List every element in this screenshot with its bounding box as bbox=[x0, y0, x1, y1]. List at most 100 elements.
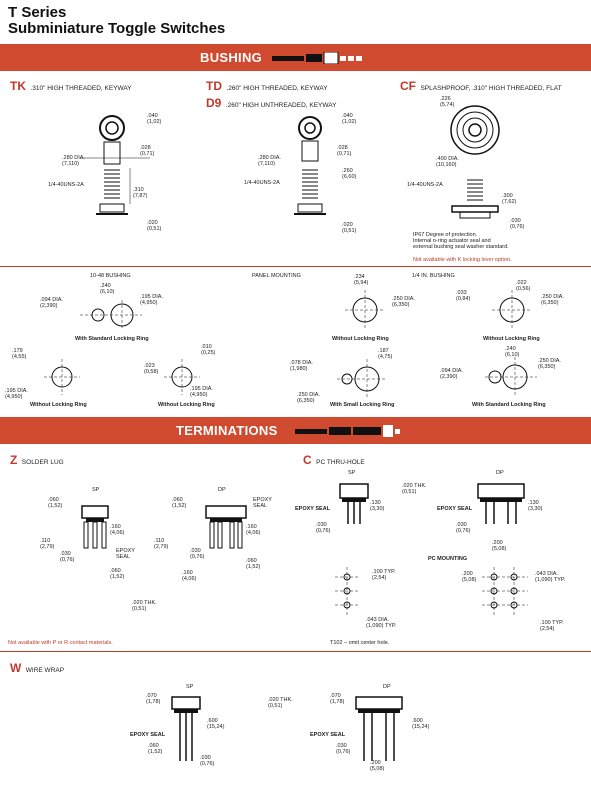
10-48-without-ring-drawing-2 bbox=[164, 359, 200, 395]
c-sp-drawing bbox=[339, 483, 369, 524]
z-desc: SOLDER LUG bbox=[21, 459, 64, 466]
w-sp-label: SP bbox=[186, 684, 194, 690]
w-dim-6: .200(5,08) bbox=[370, 760, 385, 772]
td-dim-5: .260(6,60) bbox=[342, 168, 357, 180]
cf-desc: SPLASHPROOF, .310" HIGH THREADED, FLAT bbox=[420, 85, 562, 92]
quarter-bushing-label: 1/4 IN. BUSHING bbox=[412, 273, 455, 279]
c-dim-5: .100 TYP.(2,54) bbox=[372, 569, 396, 581]
z-dim-5: .060(1,52) bbox=[110, 568, 125, 580]
td-heading: TD .260" HIGH THREADED, KEYWAY bbox=[206, 77, 328, 95]
small-ring-drawing bbox=[337, 359, 387, 399]
z-dim-1: .060(1,52) bbox=[48, 497, 63, 509]
c-desc: PC THRU-HOLE bbox=[316, 459, 365, 466]
mount-dim-c1: .033(0,84) bbox=[456, 290, 471, 302]
tk-heading: TK .310" HIGH THREADED, KEYWAY bbox=[10, 77, 132, 95]
mount-dim-h1: .240(6,10) bbox=[505, 346, 520, 358]
tk-dim-5: .310(7,87) bbox=[133, 187, 148, 199]
quarter-without-ring-drawing bbox=[492, 290, 532, 330]
cf-code: CF bbox=[400, 79, 416, 93]
c-dim-2: .130(3,30) bbox=[370, 500, 385, 512]
td-dim-2: .028(0,71) bbox=[337, 145, 352, 157]
z-dim-5b: .060(1,52) bbox=[246, 558, 261, 570]
d9-desc: .260" HIGH UNTHREADED, KEYWAY bbox=[225, 102, 337, 109]
series-title: T Series bbox=[8, 4, 67, 21]
mount-dim-g2: .078 DIA.(1,980) bbox=[290, 360, 313, 372]
w-dim-4: .030(0,76) bbox=[200, 755, 215, 767]
without-ring-caption-1: Without Locking Ring bbox=[332, 336, 389, 342]
z-dim-3: .110(2,79) bbox=[40, 538, 55, 550]
section-divider-2 bbox=[0, 651, 591, 652]
cf-notes: IP67 Degree of protection.Internal o-rin… bbox=[413, 232, 509, 250]
z-dim-1b: .060(1,52) bbox=[172, 497, 187, 509]
z-dim-2: .160(4,06) bbox=[110, 524, 125, 536]
c-sp-label: SP bbox=[348, 470, 356, 476]
series-subtitle: Subminiature Toggle Switches bbox=[8, 20, 226, 37]
part-number-key-icon bbox=[272, 52, 362, 64]
td-dim-3: .280 DIA.(7,110) bbox=[258, 155, 281, 167]
w-dim-2: .600(15,24) bbox=[207, 718, 225, 730]
cf-dim-3: 1/4-40UNS-2A bbox=[407, 182, 443, 188]
terminations-section-band: TERMINATIONS bbox=[0, 417, 591, 444]
c-dim-thk: .020 THK.(0,51) bbox=[402, 483, 427, 495]
z-dp-drawing bbox=[205, 505, 247, 549]
tk-code: TK bbox=[10, 79, 26, 93]
mount-dim-a2: .094 DIA.(2,390) bbox=[40, 297, 63, 309]
c-epoxy-seal-dp: EPOXY SEAL bbox=[437, 506, 473, 512]
c-dp-drawing bbox=[477, 483, 525, 524]
c-code: C bbox=[303, 453, 312, 467]
z-warning: Not available with P or R contact materi… bbox=[8, 640, 113, 646]
td-bushing-drawing bbox=[294, 116, 326, 215]
mount-dim-f3: .195 DIA.(4,950) bbox=[190, 386, 213, 398]
c-pc-mounting-label: PC MOUNTING bbox=[428, 556, 468, 562]
td-desc: .260" HIGH THREADED, KEYWAY bbox=[226, 85, 328, 92]
panel-mounting-label: PANEL MOUNTING bbox=[252, 273, 301, 279]
mount-dim-c2: .022(0,56) bbox=[516, 280, 531, 292]
d9-heading: D9 .260" HIGH UNTHREADED, KEYWAY bbox=[206, 94, 336, 112]
mount-dim-b1: .234(5,94) bbox=[354, 274, 369, 286]
cf-bushing-drawing bbox=[450, 105, 500, 219]
c-dim-6b: .043 DIA.(1,090) TYP. bbox=[535, 571, 566, 583]
cf-dim-4: .300(7,62) bbox=[502, 193, 517, 205]
w-dim-4b: .030(0,76) bbox=[336, 743, 351, 755]
mount-dim-e1: .179(4,55) bbox=[12, 348, 27, 360]
z-dim-3b: .110(2,79) bbox=[154, 538, 169, 550]
c-dim-2b: .130(3,30) bbox=[528, 500, 543, 512]
std-ring-drawing-2 bbox=[485, 357, 537, 397]
td-dim-6: .020(0,51) bbox=[342, 222, 357, 234]
tk-bushing-drawing bbox=[80, 115, 150, 215]
mount-dim-f1: .010(0,25) bbox=[201, 344, 216, 356]
mount-dim-a1: .240(6,10) bbox=[100, 283, 115, 295]
part-number-key-icon-2 bbox=[295, 425, 400, 437]
cf-dim-5: .030(0,76) bbox=[510, 218, 525, 230]
mount-dim-h3: .250 DIA.(6,350) bbox=[538, 358, 561, 370]
td-dim-1: .040(1,02) bbox=[342, 113, 357, 125]
terminations-band-label: TERMINATIONS bbox=[176, 423, 278, 438]
c-dim-6: .043 DIA.(1,090) TYP. bbox=[366, 617, 397, 629]
w-desc: WIRE WRAP bbox=[25, 667, 65, 674]
w-sp-drawing bbox=[171, 696, 201, 761]
w-dim-3: .060(1,52) bbox=[148, 743, 163, 755]
td-dim-4: 1/4-40UNS-2A bbox=[244, 180, 280, 186]
z-dim-2b: .160(4,06) bbox=[246, 524, 261, 536]
without-ring-caption-4: Without Locking Ring bbox=[158, 402, 215, 408]
c-dp-label: DP bbox=[496, 470, 504, 476]
w-dim-1b: .070(1,78) bbox=[330, 693, 345, 705]
mount-dim-b2: .250 DIA.(6,350) bbox=[392, 296, 415, 308]
z-heading: Z SOLDER LUG bbox=[10, 451, 64, 469]
mount-dim-a3: .195 DIA.(4,950) bbox=[140, 294, 163, 306]
section-divider-1 bbox=[0, 266, 591, 267]
10-48-without-ring-drawing bbox=[44, 359, 80, 395]
w-dim-2b: .600(15,24) bbox=[412, 718, 430, 730]
tk-dim-3: .280 DIA.(7,110) bbox=[62, 155, 85, 167]
z-dim-6: .160(4,06) bbox=[182, 570, 197, 582]
cf-dim-1: .226(5,74) bbox=[440, 96, 455, 108]
bushing-section-band: BUSHING bbox=[0, 44, 591, 71]
td-code: TD bbox=[206, 79, 222, 93]
tk-dim-6: .020(0,51) bbox=[147, 220, 162, 232]
c-dim-4: .200(5,08) bbox=[492, 540, 507, 552]
mount-dim-c3: .250 DIA.(6,350) bbox=[541, 294, 564, 306]
tk-dim-4: 1/4-40UNS-2A bbox=[48, 182, 84, 188]
mount-dim-f2: .023(0,58) bbox=[144, 363, 159, 375]
w-epoxy-seal-dp: EPOXY SEAL bbox=[310, 732, 346, 738]
